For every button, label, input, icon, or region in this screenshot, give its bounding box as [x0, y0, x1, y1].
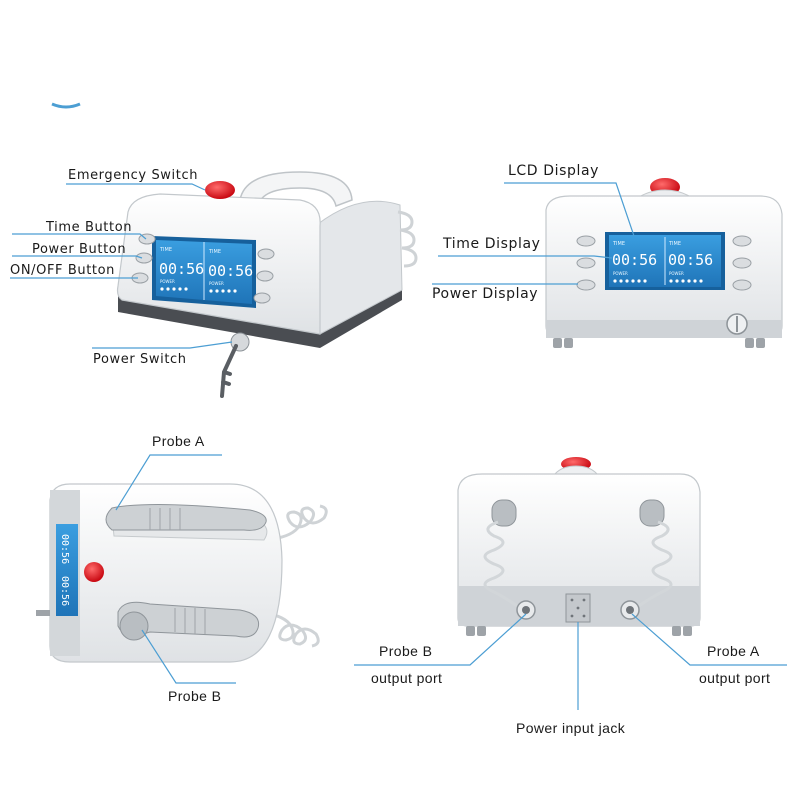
lcd-power-caption-right: POWER — [209, 281, 224, 286]
device-side — [317, 200, 403, 335]
leader-lines-view1 — [10, 183, 233, 349]
label-probe-a-port-line1: Probe A — [707, 643, 760, 659]
right-button-3[interactable] — [253, 292, 271, 304]
view-front-perspective: TIME TIME 00:56 00:56 POWER POWER — [10, 171, 418, 398]
lcd-time-caption-right: TIME — [208, 249, 221, 255]
lcd-time-right: 00:56 — [208, 262, 253, 280]
coiled-cable-top — [277, 504, 328, 540]
leader-lines-view3 — [115, 454, 236, 684]
lcd-time-caption-left: TIME — [159, 247, 172, 253]
label-probe-b-port-line2: output port — [371, 670, 443, 686]
right-button-front-2[interactable] — [732, 257, 752, 269]
view-rear — [354, 457, 787, 710]
lcd-side-time-right: 00:56 — [59, 576, 70, 606]
label-probe-b-port-line1: Probe B — [379, 643, 433, 659]
lcd2-time-right: 00:56 — [668, 251, 713, 269]
probe-a — [105, 503, 267, 531]
label-probe-a: Probe A — [152, 433, 205, 449]
coiled-cable — [397, 210, 418, 268]
right-button-front-1[interactable] — [732, 235, 752, 247]
right-button-2[interactable] — [256, 270, 274, 282]
coiled-cable-rear-right — [635, 520, 673, 610]
label-time-button: Time Button — [46, 220, 133, 235]
label-time-display: Time Display — [443, 236, 541, 252]
lcd-side-time-left: 00:56 — [59, 534, 70, 564]
lcd-power-caption-left: POWER — [160, 279, 175, 284]
power-level-dots-2 — [613, 279, 703, 283]
label-lcd-display: LCD Display — [508, 163, 600, 179]
label-power-button: Power Button — [32, 242, 127, 257]
key-icon — [220, 344, 238, 398]
lcd2-time-caption-right: TIME — [668, 241, 681, 247]
label-on-off-button: ON/OFF Button — [10, 263, 116, 278]
label-power-display: Power Display — [432, 286, 539, 302]
lcd2-time-caption-left: TIME — [612, 241, 625, 247]
label-emergency-switch: Emergency Switch — [68, 168, 199, 183]
right-button-1[interactable] — [257, 248, 275, 260]
lcd2-power-caption-right: POWER — [669, 271, 684, 276]
lcd-side — [56, 524, 78, 616]
leader-lines-view2 — [432, 182, 635, 285]
lcd2-time-left: 00:56 — [612, 251, 657, 269]
emergency-switch-top[interactable] — [84, 562, 104, 582]
device-base — [118, 288, 402, 348]
coiled-cable-bottom — [269, 612, 320, 648]
lcd-time-left: 00:56 — [159, 260, 204, 278]
leader-lines-view4 — [354, 613, 787, 710]
coiled-cable-rear-left — [483, 520, 521, 610]
view-front-straight: TIME TIME 00:56 00:56 POWER POWER — [432, 178, 783, 348]
decorative-arc — [51, 102, 81, 109]
power-button[interactable] — [135, 252, 153, 264]
power-level-dots — [160, 287, 237, 293]
handle — [239, 171, 353, 208]
time-button-front[interactable] — [576, 235, 596, 247]
right-button-front-3[interactable] — [732, 279, 752, 291]
label-probe-a-port-line2: output port — [699, 670, 771, 686]
power-button-front[interactable] — [576, 257, 596, 269]
emergency-switch[interactable] — [205, 181, 235, 199]
lcd2-power-caption-left: POWER — [613, 271, 628, 276]
on-off-button-front[interactable] — [576, 279, 596, 291]
label-power-input-jack: Power input jack — [516, 720, 626, 736]
label-probe-b: Probe B — [168, 688, 222, 704]
view-top: 00:56 00:56 — [36, 454, 328, 684]
label-power-switch: Power Switch — [93, 352, 187, 367]
